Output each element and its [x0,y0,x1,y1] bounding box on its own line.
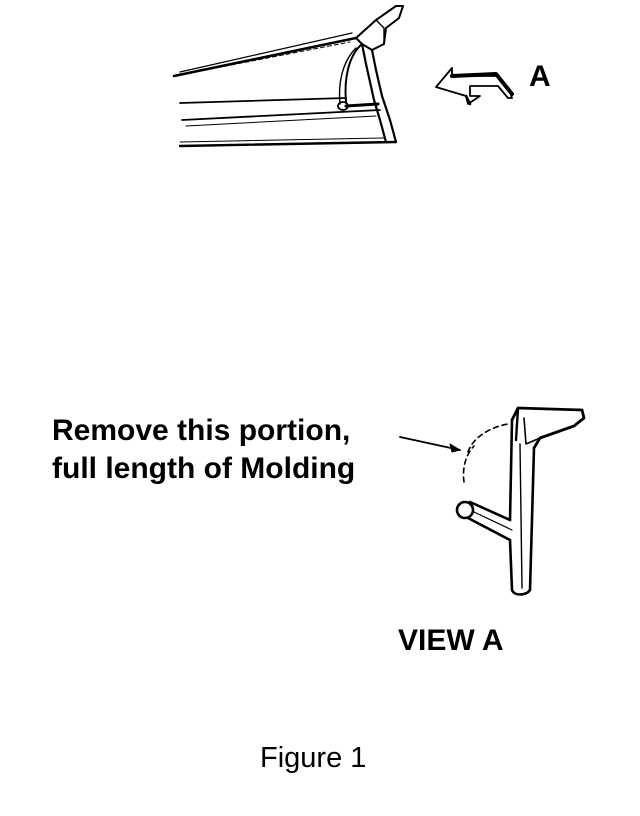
callout-line-2: full length of Molding [52,452,356,485]
view-a-title: VIEW A [398,624,504,657]
figure-caption: Figure 1 [260,742,367,774]
view-a-marker-label: A [529,60,551,93]
callout-leader-line [399,436,461,453]
view-direction-arrow-icon [435,67,514,106]
view-a-cross-section [455,406,586,596]
molding-perspective-drawing [172,5,404,148]
removal-callout: Remove this portion, full length of Mold… [52,412,355,488]
callout-line-1: Remove this portion, [52,414,351,447]
